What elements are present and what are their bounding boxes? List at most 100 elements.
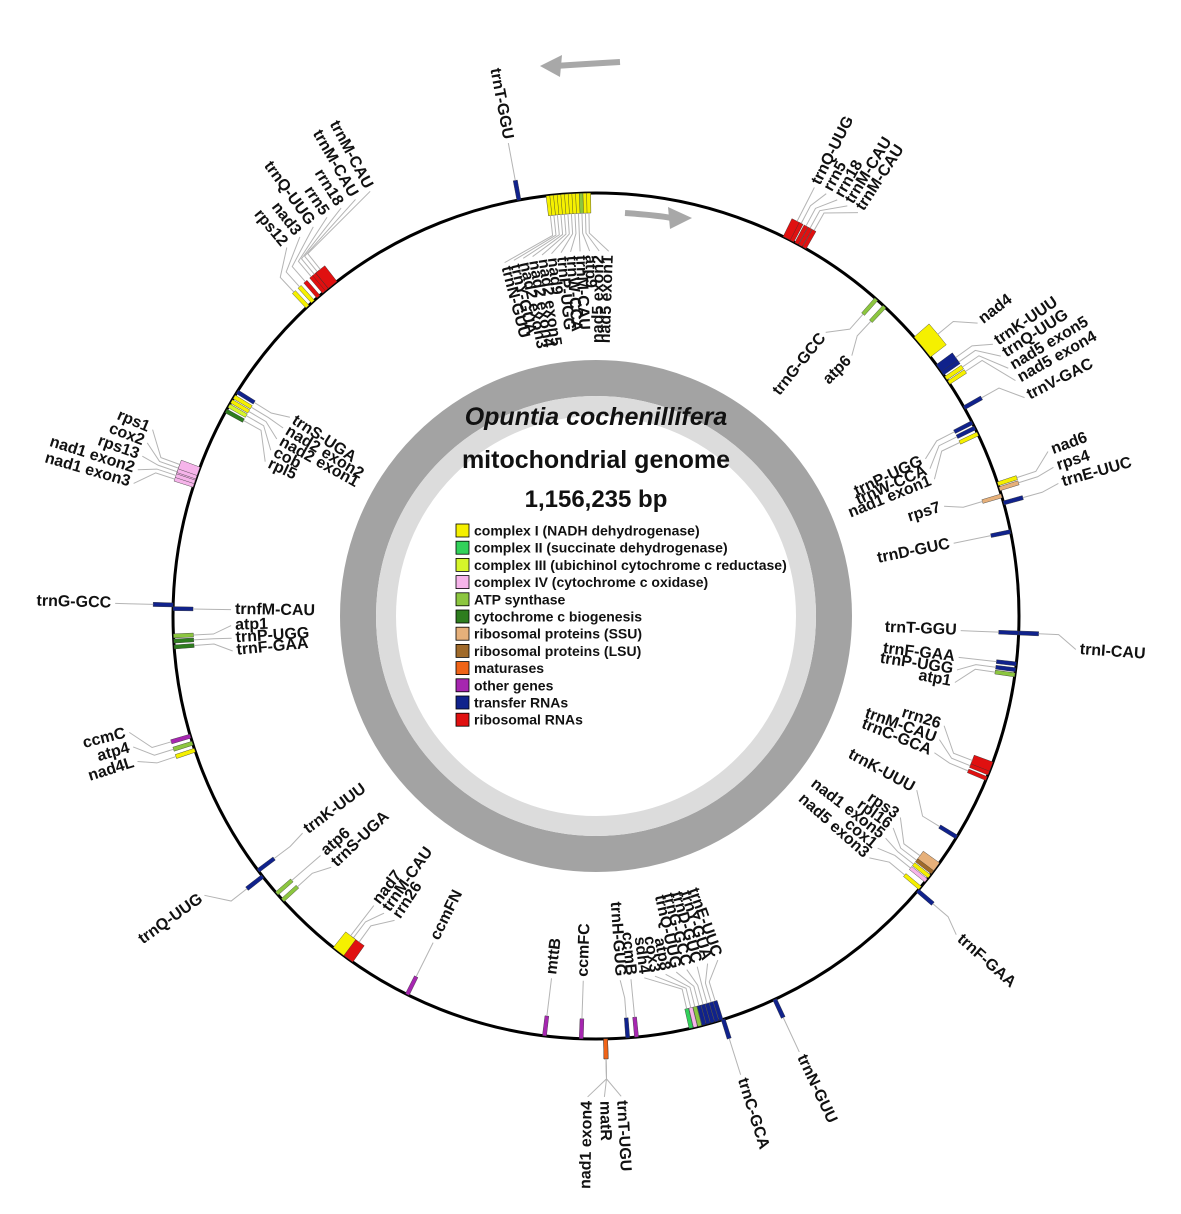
gene-nad5-exon2: nad5 exon2 <box>582 192 608 343</box>
gene-connector <box>204 888 248 902</box>
gene-label: trnT-UGU <box>613 1100 634 1172</box>
gene-connector <box>851 320 872 356</box>
gene-block <box>938 824 958 840</box>
gene-label: trnF-GAA <box>954 931 1020 992</box>
gene-connector <box>587 1058 608 1098</box>
legend-item: ribosomal RNAs <box>455 712 583 728</box>
gene-block <box>688 1006 698 1028</box>
gene-connector <box>137 756 177 764</box>
legend-label: ATP synthase <box>474 591 566 607</box>
gene-block <box>586 192 592 214</box>
legend-label: ribosomal proteins (SSU) <box>474 626 642 642</box>
legend-item: transfer RNAs <box>455 695 568 711</box>
gene-connector <box>570 213 577 253</box>
gene-label: trnQ-UUG <box>135 890 206 947</box>
gene-connector <box>1038 633 1077 650</box>
gene-connector <box>675 971 700 1006</box>
gene-label: trnW-CCA <box>563 255 585 333</box>
gene-trnfM-CAU: trnfM-CAU <box>172 601 315 619</box>
legend-label: complex IV (cytochrome c oxidase) <box>474 574 708 590</box>
gene-trnH-GUG: trnH-GUG <box>607 901 630 1039</box>
gene-block <box>624 1017 630 1039</box>
gene-label: trnfM-CAU <box>235 601 315 619</box>
legend-swatch <box>455 558 470 572</box>
gene-trnG-GCC-3: trnG-GCC <box>36 593 174 612</box>
gene-connector <box>892 827 917 861</box>
gene-block <box>172 741 194 752</box>
gene-connector <box>929 436 958 469</box>
gene-label: nad5 exon2 <box>590 255 608 343</box>
gene-connector <box>560 213 574 253</box>
gene-block <box>789 222 804 243</box>
legend-swatch <box>455 644 470 658</box>
gene-block <box>802 229 817 250</box>
gene-connector <box>507 142 516 181</box>
gene-trnC-GCA-2: trnC-GCA <box>721 1018 773 1152</box>
legend: complex I (NADH dehydrogenase)complex II… <box>455 523 787 728</box>
gene-label: nad5 exon1 <box>597 255 617 344</box>
gene-block <box>692 1005 702 1027</box>
gene-label: ccmFN <box>427 887 466 942</box>
gene-atp1-2: atp1 <box>173 616 268 639</box>
gene-block <box>967 768 988 781</box>
legend-item: ATP synthase <box>455 591 566 607</box>
legend-label: maturases <box>474 660 544 676</box>
gene-ccmFC: ccmFC <box>575 923 594 1040</box>
gene-block <box>913 323 947 358</box>
legend-swatch <box>455 695 470 710</box>
direction-arrow-outer <box>540 55 621 77</box>
gene-label: atp6 <box>820 352 855 387</box>
gene-block <box>512 179 522 201</box>
gene-label: trnM-CAU <box>572 255 592 330</box>
gene-atp9: atp9 <box>579 192 599 288</box>
gene-block <box>280 884 300 902</box>
gene-block <box>174 748 196 759</box>
legend-label: transfer RNAs <box>474 695 568 711</box>
gene-block <box>1018 630 1039 637</box>
gene-connector <box>129 731 172 749</box>
gene-block <box>173 637 195 644</box>
gene-block <box>998 480 1020 491</box>
gene-connector <box>581 213 591 252</box>
gene-block <box>861 297 879 316</box>
gene-connector <box>965 359 1016 382</box>
legend-item: complex I (NADH dehydrogenase) <box>455 523 700 539</box>
gene-connector <box>981 387 1025 399</box>
gene-connector <box>809 205 848 229</box>
gene-label: trnH-GUG <box>607 901 629 977</box>
gene-block <box>297 285 315 304</box>
legend-label: complex II (succinate dehydrogenase) <box>474 540 728 556</box>
legend-swatch <box>455 661 470 675</box>
gene-connector <box>956 664 996 671</box>
gene-connector <box>958 656 997 663</box>
gene-block <box>990 529 1012 538</box>
gene-connector <box>665 973 696 1007</box>
genome-type-title: mitochondrial genome <box>462 446 730 474</box>
gene-connector <box>243 420 266 462</box>
gene-connector <box>246 415 272 451</box>
gene-connector <box>958 349 1001 363</box>
gene-trnW-CCA-2: trnW-CCA <box>563 193 585 333</box>
gene-nad5-exon1: nad5 exon1 <box>586 192 617 344</box>
gene-block <box>909 866 928 883</box>
gene-connector <box>654 975 692 1008</box>
gene-block <box>794 224 809 245</box>
gene-connector <box>588 213 610 252</box>
gene-connector <box>962 355 1009 369</box>
gene-block <box>700 1003 711 1025</box>
gene-label: atp1 <box>235 616 268 634</box>
gene-label: rps7 <box>905 499 942 525</box>
legend-item: ribosomal proteins (LSU) <box>455 643 641 659</box>
gene-connector <box>805 199 838 227</box>
gene-connector <box>285 236 301 288</box>
gene-label: cox3 <box>640 935 663 974</box>
gene-label: atp1 <box>917 667 953 690</box>
legend-label: complex III (ubichinol cytochrome c redu… <box>474 557 787 573</box>
gene-label: atp8 <box>651 936 674 972</box>
gene-sdh4: sdh4 <box>631 936 694 1029</box>
gene-block <box>995 659 1017 667</box>
gene-label: ccmB <box>618 931 639 976</box>
gene-label: trnN-GUU <box>794 1052 841 1126</box>
gene-connector <box>925 431 955 460</box>
